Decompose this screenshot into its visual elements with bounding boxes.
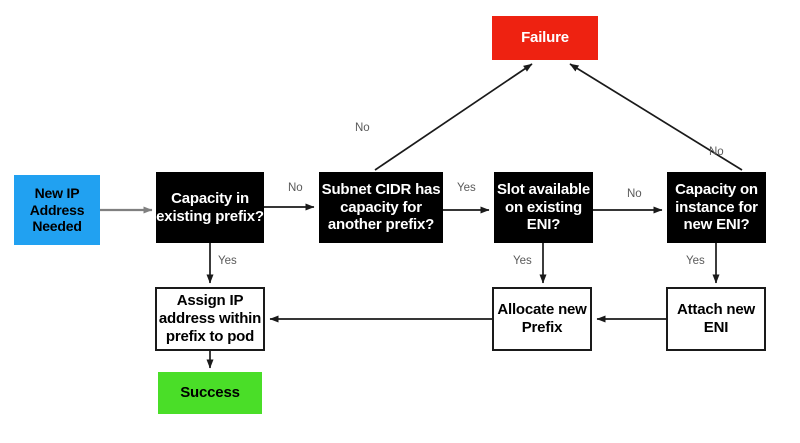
node-failure: Failure (492, 16, 598, 60)
node-subnet_cidr_capacity: Subnet CIDR has capacity for another pre… (319, 172, 443, 243)
edge-label-label-capacity-no: No (288, 182, 303, 194)
edge-label-label-subnet-no: No (355, 122, 370, 134)
edge-label-label-instance-yes: Yes (686, 255, 705, 267)
edge-label-label-slot-no: No (627, 188, 642, 200)
node-assign_ip: Assign IP address within prefix to pod (155, 287, 265, 351)
edge-label-label-instance-no: No (709, 146, 724, 158)
node-allocate_prefix: Allocate new Prefix (492, 287, 592, 351)
node-success: Success (158, 372, 262, 414)
node-capacity_instance_new_eni: Capacity on instance for new ENI? (667, 172, 766, 243)
edge-label-label-slot-yes: Yes (513, 255, 532, 267)
edge-label-label-capacity-yes: Yes (218, 255, 237, 267)
node-attach_eni: Attach new ENI (666, 287, 766, 351)
edge-subnet-no-failure (374, 63, 533, 171)
node-start: New IP Address Needed (14, 175, 100, 245)
node-slot_available_eni: Slot available on existing ENI? (494, 172, 593, 243)
edge-label-label-subnet-yes: Yes (457, 182, 476, 194)
node-capacity_existing_prefix: Capacity in existing prefix? (156, 172, 264, 243)
